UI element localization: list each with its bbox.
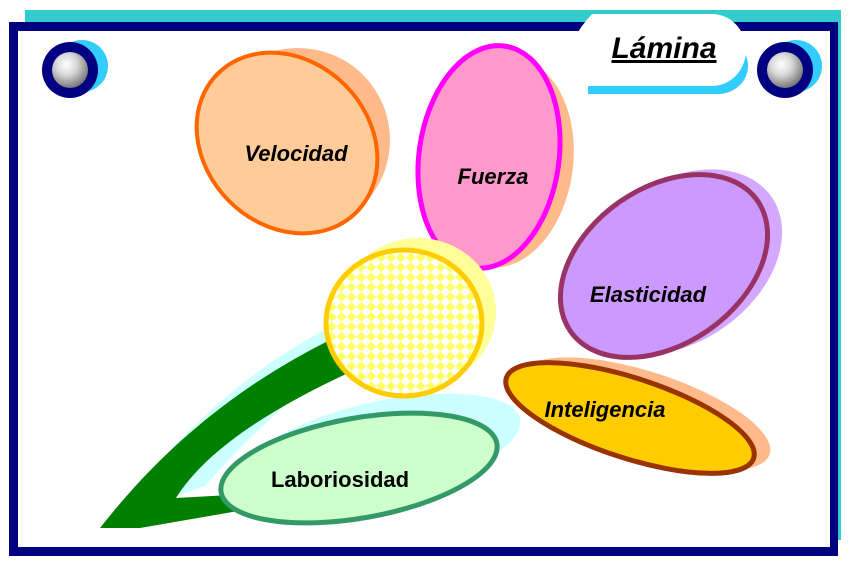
flower-center <box>323 238 496 399</box>
ring-left-icon <box>42 40 108 98</box>
page-title: Lámina <box>611 32 716 65</box>
title-tab-body <box>567 14 746 86</box>
petal-label: Elasticidad <box>590 282 707 307</box>
petal-label: Laboriosidad <box>271 467 409 492</box>
petal-velocidad: Velocidad <box>194 48 390 236</box>
petal-label: Velocidad <box>244 141 348 166</box>
petal-elasticidad: Elasticidad <box>557 169 783 360</box>
petal-label: Inteligencia <box>544 397 665 422</box>
petal-label: Fuerza <box>458 164 529 189</box>
petal-inteligencia: Inteligencia <box>503 357 771 476</box>
title-tab: Lámina <box>567 14 748 94</box>
petal-fuerza: Fuerza <box>415 43 574 271</box>
ring-right-icon <box>757 40 822 98</box>
petal-shape <box>503 360 757 476</box>
petal-shape <box>194 50 380 236</box>
petal-shape <box>557 172 771 360</box>
petal-laboriosidad: Laboriosidad <box>218 393 521 526</box>
stem <box>100 320 362 528</box>
stem-body <box>100 340 346 528</box>
flower-center-body <box>323 247 485 399</box>
petal-shape <box>218 410 500 526</box>
